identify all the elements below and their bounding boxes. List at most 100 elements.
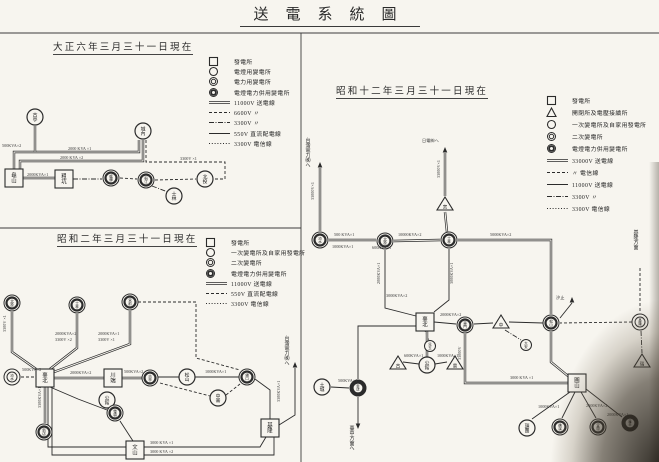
transmission-line-gap bbox=[444, 211, 448, 233]
transmission-line bbox=[254, 378, 271, 419]
legend-item: 一次變電所及自家用發電所 bbox=[546, 118, 659, 130]
capacity-label: 500KVA×2 bbox=[124, 369, 143, 374]
direction-label: 台灣電力㈱へ bbox=[284, 335, 289, 367]
capacity-label: 500KVA×2 bbox=[2, 143, 21, 148]
legend-symbol bbox=[205, 257, 231, 268]
transmission-line bbox=[508, 321, 544, 324]
capacity-label: 3000KVA×1 bbox=[449, 263, 454, 284]
legend-label: 6600V 〃 bbox=[234, 111, 260, 118]
station-node: 兒玉 bbox=[424, 340, 436, 352]
station-node: 錫口 bbox=[238, 368, 256, 386]
node-label: 淡水 bbox=[10, 372, 14, 381]
station-node: 公館 bbox=[98, 391, 116, 409]
legend-item: 11000V 送電線 bbox=[205, 278, 301, 288]
capacity-label: 2000KVA×2 bbox=[55, 331, 76, 336]
sq-symbol-icon bbox=[546, 95, 557, 105]
station-node: 基隆 bbox=[260, 418, 280, 438]
station-node: 松山 bbox=[542, 314, 560, 332]
transmission-line bbox=[559, 302, 573, 319]
legend-symbol bbox=[208, 107, 234, 118]
arrowhead-icon bbox=[355, 423, 361, 429]
legend-symbol bbox=[546, 143, 572, 154]
transmission-line bbox=[49, 386, 108, 411]
legend-label: 二次變電所 bbox=[231, 261, 262, 268]
station-node: 頭圍 bbox=[518, 419, 536, 437]
legend-item: 550V 直流配電線 bbox=[208, 128, 300, 138]
node-label: 基隆方面 bbox=[633, 229, 638, 251]
legend-symbol bbox=[208, 138, 234, 149]
page-title: 送電系統圖 bbox=[239, 3, 420, 27]
dot-symbol-icon bbox=[209, 143, 230, 145]
node-label: 新店 bbox=[356, 384, 360, 392]
node-label: 大安 bbox=[524, 340, 528, 348]
cb-symbol-icon bbox=[547, 143, 556, 153]
transmission-line bbox=[330, 386, 350, 389]
station-node: 景 bbox=[446, 354, 464, 370]
legend-symbol bbox=[208, 66, 234, 77]
c-symbol-icon bbox=[208, 66, 219, 77]
node-label: 新店 bbox=[42, 427, 46, 436]
capacity-label: 汐止 bbox=[556, 294, 564, 301]
legend-label: 電燈電力併用變電所 bbox=[234, 90, 290, 97]
svg-text:瑞: 瑞 bbox=[640, 361, 645, 367]
node-label: 稻江 bbox=[144, 175, 148, 184]
station-node: 文山 bbox=[125, 440, 145, 460]
direction-label: 臺中方面へ bbox=[349, 425, 354, 452]
legend-item: 3300V 〃 bbox=[546, 190, 659, 202]
capacity-label: 3300V ×1 bbox=[98, 337, 115, 342]
capacity-label: 3300KVA×1 bbox=[37, 387, 42, 408]
station-node: 北投 bbox=[376, 232, 394, 250]
station-node: 淡水 bbox=[3, 368, 21, 386]
transmission-line-gap bbox=[53, 311, 131, 373]
transmission-line-gap bbox=[13, 140, 140, 169]
node-label: 圓山 bbox=[574, 377, 579, 389]
station-node: 瑞 bbox=[633, 352, 651, 368]
node-label: 城內 bbox=[141, 125, 146, 137]
node-label: 公館 bbox=[425, 360, 430, 371]
capacity-label: 33000V bbox=[457, 347, 462, 361]
station-node: 螢橋 bbox=[106, 404, 124, 422]
node-label: 文山 bbox=[132, 443, 138, 456]
dashdot-symbol-icon bbox=[209, 122, 230, 124]
transmission-line bbox=[640, 330, 643, 354]
legend-symbol bbox=[205, 247, 231, 258]
node-label: 螢橋 bbox=[113, 408, 117, 417]
panel-title-taisho6: 大正六年三月三十一日現在 bbox=[53, 39, 194, 55]
node-label: 龜山 bbox=[11, 171, 17, 184]
direction-label: 台灣電力㈱へ bbox=[305, 137, 310, 169]
legend-label: 3300V 〃 bbox=[572, 194, 598, 201]
transmission-line bbox=[559, 321, 633, 324]
node-label: 基隆 bbox=[638, 317, 642, 326]
legend-symbol bbox=[208, 76, 234, 87]
station-node: 東門 bbox=[456, 316, 474, 334]
node-label: 松山 bbox=[549, 318, 553, 327]
transmission-line bbox=[138, 301, 241, 371]
station-node: 基隆 bbox=[631, 313, 649, 331]
node-label: 松山 bbox=[185, 371, 190, 383]
dot-symbol-icon bbox=[547, 207, 568, 209]
c2-symbol-icon bbox=[209, 77, 218, 87]
legend-label: 11000V 送電線 bbox=[572, 182, 614, 189]
transmission-line bbox=[384, 250, 417, 317]
transmission-line bbox=[357, 325, 416, 379]
arrowhead-icon bbox=[317, 162, 323, 168]
legend-symbol bbox=[205, 278, 231, 289]
legend-item: 11000V 送電線 bbox=[208, 97, 300, 107]
capacity-label: 5000KVA×2 bbox=[490, 232, 511, 237]
capacity-label: 3000 KVA ×2 bbox=[150, 449, 173, 454]
station-node: 新店 bbox=[35, 423, 53, 441]
legend-item: 〃 電信線 bbox=[546, 166, 659, 178]
legend-label: 3300V 電信線 bbox=[231, 302, 270, 309]
transmission-line-gap bbox=[19, 140, 144, 169]
tri-symbol-icon bbox=[546, 106, 557, 117]
legend-label: 11000V 送電線 bbox=[234, 100, 276, 107]
legend-label: 〃 電信線 bbox=[572, 170, 599, 177]
station-node: 中崙 bbox=[209, 389, 227, 407]
capacity-label: 2000KVA×2 bbox=[586, 403, 607, 408]
legend-item: 6600V 〃 bbox=[208, 107, 300, 117]
legend-label: 發電所 bbox=[231, 240, 250, 247]
station-node: 大安 bbox=[520, 339, 532, 351]
capacity-label: 600KVA×1 bbox=[404, 353, 423, 358]
